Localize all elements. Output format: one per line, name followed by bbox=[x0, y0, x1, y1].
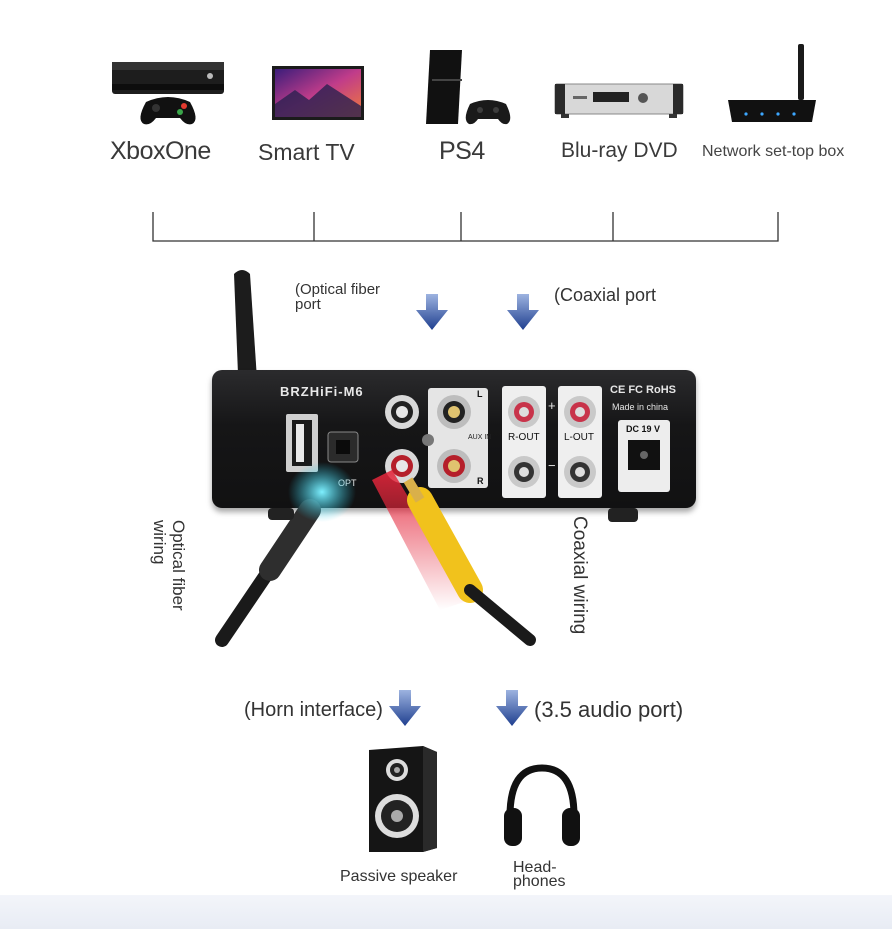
headphones-label: Head- phones bbox=[513, 859, 566, 890]
speaker-terminals bbox=[502, 386, 602, 498]
coax-input-block bbox=[385, 388, 488, 488]
source-label-smart-tv: Smart TV bbox=[258, 139, 355, 165]
dac-amplifier: BRZHiFi-M6 OPT AUX IN L R bbox=[212, 370, 696, 508]
arrow-down-icon bbox=[507, 294, 539, 330]
bluray-player-icon bbox=[554, 83, 684, 118]
right-label: R bbox=[477, 476, 484, 486]
dc-label: DC 19 V bbox=[626, 424, 661, 434]
aux-in-label: AUX IN bbox=[468, 434, 492, 441]
headphones-icon bbox=[504, 764, 580, 846]
ps4-console-icon bbox=[426, 50, 511, 125]
optical-wiring-label: Optical fiber wiring bbox=[150, 520, 188, 611]
r-out-label: R-OUT bbox=[508, 432, 540, 443]
source-label-bluray: Blu-ray DVD bbox=[561, 139, 678, 162]
set-top-box-icon bbox=[728, 44, 816, 122]
horn-interface-label: (Horn interface) bbox=[244, 699, 383, 721]
coaxial-wiring-label: Coaxial wiring bbox=[569, 516, 590, 635]
left-label: L bbox=[477, 389, 483, 399]
audio-port-label: (3.5 audio port) bbox=[534, 697, 684, 722]
arrow-down-icon bbox=[496, 690, 528, 726]
made-in-label: Made in china bbox=[612, 402, 669, 412]
xbox-console-icon bbox=[112, 62, 224, 125]
dc-jack-icon bbox=[618, 420, 670, 492]
plus-label: + bbox=[548, 398, 556, 413]
optical-port-label: (Optical fiber port bbox=[295, 281, 381, 313]
source-label-xbox: XboxOne bbox=[110, 137, 211, 165]
cert-label: CE FC RoHS bbox=[610, 384, 676, 396]
coaxial-port-label: (Coaxial port bbox=[554, 285, 657, 305]
smart-tv-icon bbox=[272, 66, 364, 120]
arrow-down-icon bbox=[389, 690, 421, 726]
passive-speaker-label: Passive speaker bbox=[340, 868, 458, 885]
usb-port-icon bbox=[286, 414, 318, 472]
footer-strip bbox=[0, 895, 892, 929]
arrow-down-icon bbox=[416, 294, 448, 330]
minus-label: − bbox=[548, 458, 556, 473]
l-out-label: L-OUT bbox=[564, 432, 594, 443]
device-brand: BRZHiFi-M6 bbox=[280, 384, 364, 399]
source-label-ps4: PS4 bbox=[439, 137, 485, 165]
source-label-settop: Network set-top box bbox=[702, 143, 845, 160]
speaker-icon bbox=[369, 746, 437, 852]
optical-port-icon bbox=[327, 431, 359, 463]
